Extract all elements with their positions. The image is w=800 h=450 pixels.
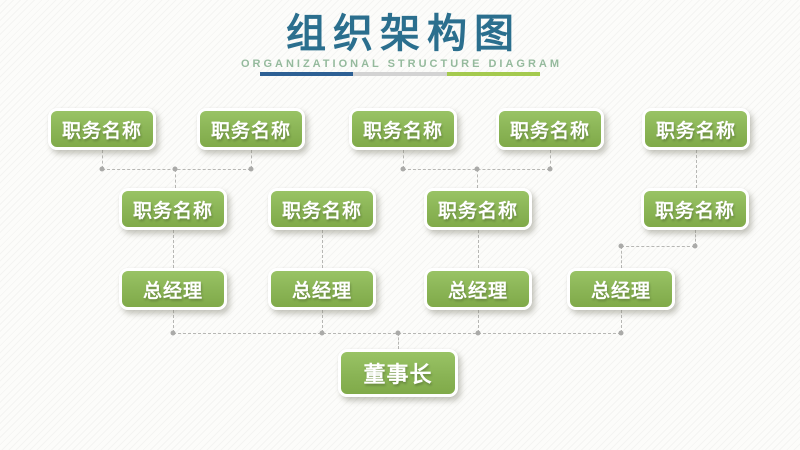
divider-segment-blue — [260, 72, 353, 76]
connector-junction-dot — [475, 330, 481, 336]
position-node-l1-4: 职务名称 — [496, 108, 604, 150]
divider-bar — [260, 72, 540, 76]
connector-l3n2-down — [322, 310, 323, 333]
connector-junction-dot — [618, 330, 624, 336]
connector-junction-dot — [474, 166, 480, 172]
position-node-l1-1: 职务名称 — [48, 108, 156, 150]
slide-title: 组织架构图 — [286, 12, 521, 56]
connector-junction-dot — [319, 330, 325, 336]
position-node-l1-2: 职务名称 — [197, 108, 305, 150]
general-manager-node-4: 总经理 — [567, 268, 675, 310]
connector-junction-dot — [248, 166, 254, 172]
connector-junction-dot — [99, 166, 105, 172]
connector-junction-dot — [547, 166, 553, 172]
position-node-l2-2: 职务名称 — [268, 188, 376, 230]
connector-l3n1-down — [173, 310, 174, 333]
position-node-l2-1: 职务名称 — [119, 188, 227, 230]
slide-subtitle: ORGANIZATIONAL STRUCTURE DIAGRAM — [240, 58, 563, 70]
chairman-node: 董事长 — [338, 349, 458, 397]
connector-junction-dot — [170, 330, 176, 336]
connector-l4-up — [398, 333, 399, 349]
divider-segment-gray — [353, 72, 447, 76]
connector-l2n4-horizontal — [621, 246, 695, 247]
connector-l2n4-down — [695, 230, 696, 246]
connector-junction-dot — [618, 243, 624, 249]
position-node-l2-4: 职务名称 — [641, 188, 749, 230]
connector-l2n3-to-l3n3 — [478, 230, 479, 268]
connector-l2n2-to-l3n2 — [322, 230, 323, 268]
connector-l1n2-down — [251, 150, 252, 169]
general-manager-node-3: 总经理 — [424, 268, 532, 310]
connector-junction-dot — [172, 166, 178, 172]
connector-l2n1-up — [175, 169, 176, 188]
connector-junction-dot — [692, 243, 698, 249]
position-node-l1-5: 职务名称 — [642, 108, 750, 150]
connector-l1n4-down — [550, 150, 551, 169]
position-node-l1-3: 职务名称 — [349, 108, 457, 150]
divider-segment-green — [447, 72, 540, 76]
connector-l3n4-up — [621, 246, 622, 268]
general-manager-node-1: 总经理 — [119, 268, 227, 310]
connector-l1n1-down — [102, 150, 103, 169]
connector-l3n3-down — [478, 310, 479, 333]
connector-l3n4-down — [621, 310, 622, 333]
connector-l2n1-to-l3n1 — [173, 230, 174, 268]
connector-l1n3-down — [403, 150, 404, 169]
general-manager-node-2: 总经理 — [268, 268, 376, 310]
connector-junction-dot — [395, 330, 401, 336]
position-node-l2-3: 职务名称 — [424, 188, 532, 230]
connector-l1n5-to-l2n4 — [696, 150, 697, 188]
connector-junction-dot — [400, 166, 406, 172]
connector-l2n3-up — [477, 169, 478, 188]
